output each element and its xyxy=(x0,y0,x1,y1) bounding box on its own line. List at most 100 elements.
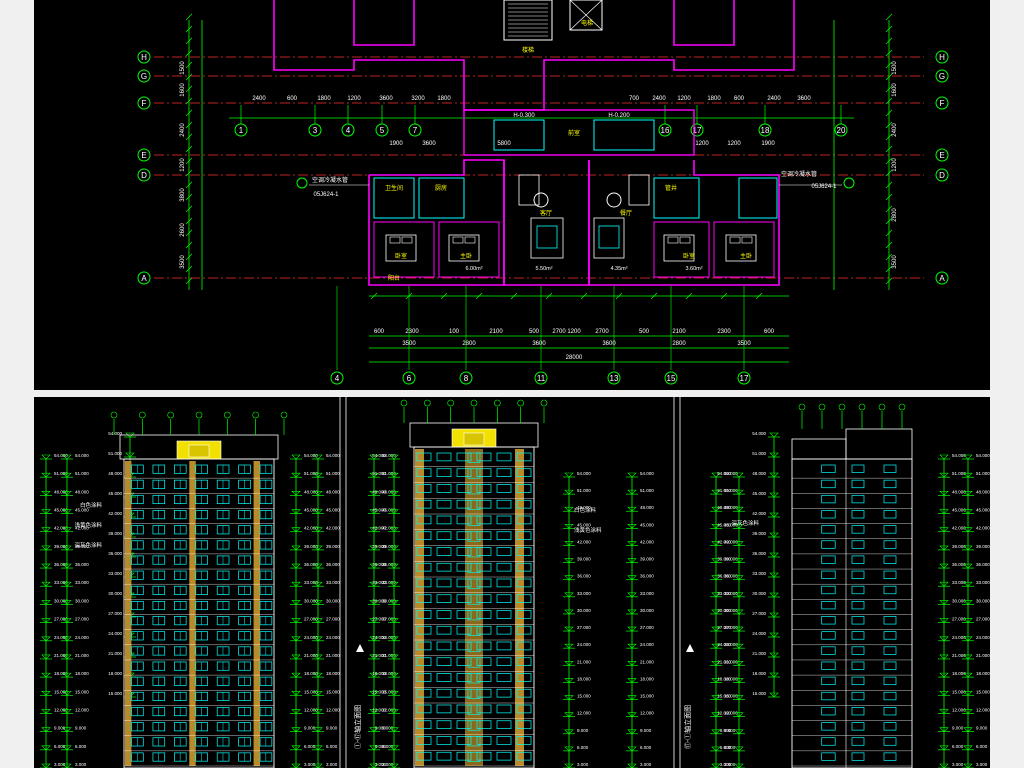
level-mark: 45.000 xyxy=(108,491,122,496)
level-mark: 27.000 xyxy=(54,617,68,622)
window xyxy=(436,641,452,651)
level-mark: 48.000 xyxy=(717,505,731,510)
window xyxy=(883,707,897,716)
level-mark: 12.000 xyxy=(326,707,340,712)
window xyxy=(496,751,512,761)
level-triangle xyxy=(769,692,779,698)
dim-row1-text: 2700 xyxy=(595,329,609,335)
level-mark: 21.000 xyxy=(75,653,89,658)
central-corridor xyxy=(463,109,695,156)
level-triangle xyxy=(291,545,301,551)
window xyxy=(476,751,492,761)
level-triangle xyxy=(939,672,949,678)
roof-marker xyxy=(838,403,846,411)
grid-col-bubble-bottom: 8 xyxy=(464,374,469,383)
axis-bubble xyxy=(375,123,389,137)
bed xyxy=(663,234,695,262)
level-triangle xyxy=(41,527,51,533)
level-mark: 12.000 xyxy=(54,707,68,712)
center-stair-shaft xyxy=(465,449,483,766)
level-triangle xyxy=(627,558,637,564)
dim-tick xyxy=(885,181,893,189)
level-mark: 21.000 xyxy=(640,659,654,664)
left-vertical-dim: 1500 xyxy=(180,61,186,75)
window xyxy=(851,540,865,549)
facade-pier xyxy=(189,461,196,766)
level-mark: 12.000 xyxy=(372,707,386,712)
window xyxy=(496,515,512,525)
level-mark: 21.000 xyxy=(724,659,738,664)
window xyxy=(476,531,492,540)
level-mark: 30.000 xyxy=(326,598,340,603)
level-mark: 15.000 xyxy=(75,689,89,694)
level-mark: 3.000 xyxy=(952,762,964,767)
axis-bubble xyxy=(758,123,772,137)
dim-tick xyxy=(685,292,693,300)
window xyxy=(416,688,432,698)
detail-ref-bubble xyxy=(296,177,308,189)
window xyxy=(496,610,512,619)
level-triangle xyxy=(389,654,399,660)
level-mark: 45.000 xyxy=(382,508,396,513)
dim-tick xyxy=(885,157,893,165)
level-mark: 54.000 xyxy=(108,431,122,436)
window xyxy=(456,468,472,477)
level-mark: 39.000 xyxy=(372,544,386,549)
level-triangle xyxy=(62,654,72,660)
dim-tick xyxy=(185,121,193,129)
window xyxy=(851,646,865,655)
level-mark: 9.000 xyxy=(724,728,736,733)
level-triangle xyxy=(291,672,301,678)
window xyxy=(851,631,865,640)
level-mark: 33.000 xyxy=(577,591,591,596)
level-triangle xyxy=(963,727,973,733)
level-mark: 21.000 xyxy=(326,653,340,658)
window xyxy=(851,555,865,564)
unit-area: 5.50m² xyxy=(535,266,552,272)
grid-col-bubble-bottom: 13 xyxy=(610,374,619,383)
level-triangle xyxy=(369,672,379,678)
window xyxy=(416,468,432,477)
level-triangle xyxy=(389,745,399,751)
level-triangle xyxy=(711,575,721,581)
window xyxy=(883,601,897,610)
level-mark: 6.000 xyxy=(577,745,589,750)
level-mark: 15.000 xyxy=(382,689,396,694)
top-dim-text: 1200 xyxy=(347,96,361,102)
stair-core xyxy=(503,0,553,41)
living-room-block xyxy=(503,160,590,286)
level-mark: 18.000 xyxy=(382,671,396,676)
stair-window xyxy=(467,673,481,684)
dim-tick xyxy=(885,205,893,213)
window xyxy=(416,657,432,666)
room-dim: 3600 xyxy=(422,141,436,147)
level-mark: 30.000 xyxy=(577,608,591,613)
level-triangle xyxy=(627,763,637,768)
top-dim-text: 3200 xyxy=(411,96,425,102)
roof-detail xyxy=(463,432,485,446)
top-dim-text: 600 xyxy=(734,96,745,102)
level-triangle xyxy=(369,527,379,533)
level-triangle xyxy=(711,729,721,735)
roof-marker xyxy=(878,403,886,411)
level-triangle xyxy=(369,600,379,605)
top-dim-text: 1800 xyxy=(437,96,451,102)
level-triangle xyxy=(389,509,399,514)
detail-ref-right: 05J624-1 xyxy=(811,184,837,190)
level-mark: 27.000 xyxy=(717,625,731,630)
level-triangle xyxy=(769,472,779,478)
window xyxy=(821,616,836,625)
level-mark: 27.000 xyxy=(952,617,966,622)
level-mark: 48.000 xyxy=(577,505,591,510)
grid-col-bubble-top: 3 xyxy=(313,126,318,135)
window xyxy=(821,661,836,670)
room-label: 卫生间 xyxy=(385,184,403,192)
level-triangle xyxy=(963,618,973,624)
window xyxy=(416,499,432,509)
level-triangle xyxy=(41,618,51,624)
window xyxy=(851,601,865,610)
level-triangle xyxy=(389,472,399,478)
top-dim-text: 2400 xyxy=(652,96,666,102)
level-mark: 27.000 xyxy=(75,617,89,622)
level-mark: 30.000 xyxy=(640,608,654,613)
